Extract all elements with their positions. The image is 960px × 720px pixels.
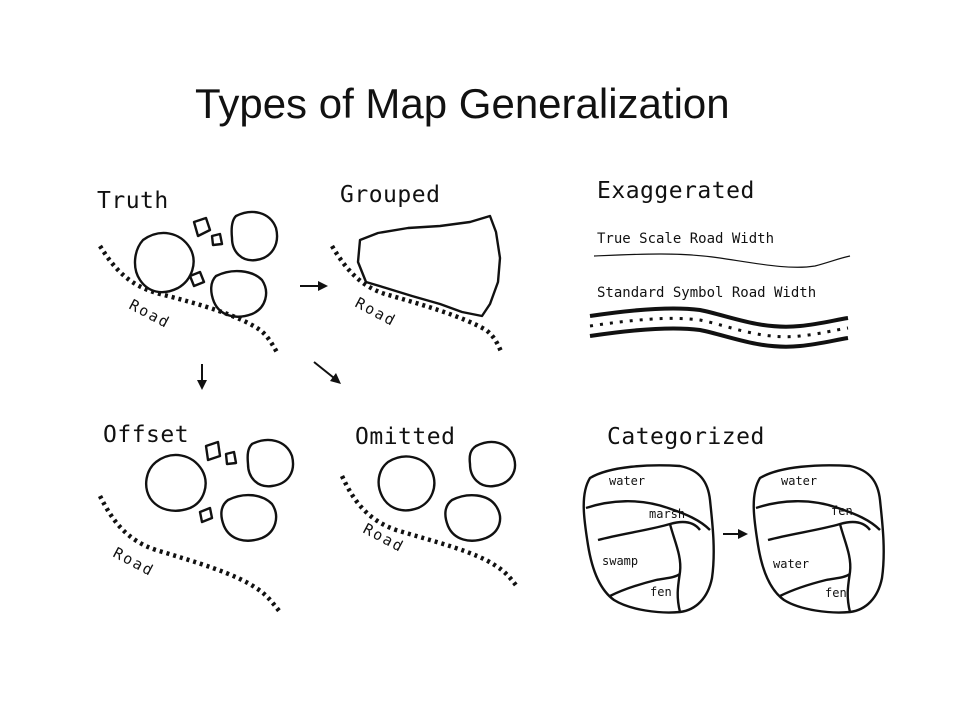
before-label-fen: fen xyxy=(650,585,672,599)
before-label-marsh: marsh xyxy=(649,507,685,521)
arrow-categorized xyxy=(723,529,748,539)
arrow-to-grouped xyxy=(300,281,328,291)
panel-offset: Offset Road xyxy=(97,422,295,614)
after-divider-4 xyxy=(779,572,851,598)
offset-road-label: Road xyxy=(110,544,157,581)
after-label-fen-top: fen xyxy=(831,504,853,518)
panel-truth: Truth Road xyxy=(97,188,280,356)
offset-blob-top-right xyxy=(246,438,295,488)
standard-symbol-label: Standard Symbol Road Width xyxy=(597,285,816,301)
after-divider-1 xyxy=(755,500,881,531)
panel-title-exaggerated: Exaggerated xyxy=(597,178,755,204)
after-label-water-bottom: water xyxy=(773,557,809,571)
truth-road-label: Road xyxy=(126,296,173,333)
before-label-swamp: swamp xyxy=(602,554,638,568)
omitted-road xyxy=(339,475,520,590)
after-label-fen-bottom: fen xyxy=(825,586,847,600)
omitted-blob-top-right xyxy=(468,440,517,488)
arrow-to-omitted xyxy=(313,361,341,384)
truth-blob-small-2 xyxy=(210,232,224,247)
offset-blob-large xyxy=(144,453,207,512)
before-divider-2 xyxy=(597,520,701,542)
after-divider-2 xyxy=(767,520,871,542)
before-divider-4 xyxy=(609,572,681,598)
truth-blob-small-1 xyxy=(192,216,212,238)
after-outline xyxy=(752,464,885,614)
panel-title-omitted: Omitted xyxy=(355,424,455,450)
before-divider-3 xyxy=(668,523,682,613)
truth-blob-top-right xyxy=(230,210,279,262)
grouped-blob xyxy=(356,214,502,318)
after-divider-3 xyxy=(838,523,852,613)
before-label-water: water xyxy=(609,474,645,488)
panel-exaggerated: Exaggerated True Scale Road Width Standa… xyxy=(589,178,851,349)
panel-title-categorized: Categorized xyxy=(607,424,765,450)
offset-blob-small-3 xyxy=(198,506,214,524)
offset-road xyxy=(97,494,282,614)
panel-title-truth: Truth xyxy=(97,188,169,214)
omitted-blob-large xyxy=(377,455,436,512)
panel-omitted: Omitted Road xyxy=(339,424,520,590)
categorized-after-map: water fen water fen xyxy=(752,464,885,614)
symbol-road-edge-bottom xyxy=(589,326,849,349)
true-scale-road xyxy=(593,253,851,268)
truth-blob-large xyxy=(133,231,195,294)
omitted-blob-bottom-right xyxy=(444,494,502,542)
truth-blob-bottom-right xyxy=(210,269,268,318)
categorized-before-map: water marsh swamp fen xyxy=(582,464,715,614)
panel-categorized: Categorized water marsh swamp fen water xyxy=(582,424,885,614)
panel-title-grouped: Grouped xyxy=(340,182,440,208)
offset-blob-bottom-right xyxy=(220,493,278,542)
symbol-road-center xyxy=(589,316,849,339)
true-scale-label: True Scale Road Width xyxy=(597,231,774,247)
panel-title-offset: Offset xyxy=(103,422,189,448)
offset-blob-small-1 xyxy=(204,440,222,462)
symbol-road-edge-top xyxy=(589,306,849,329)
after-label-water-top: water xyxy=(781,474,817,488)
truth-road xyxy=(98,244,280,356)
page-title: Types of Map Generalization xyxy=(195,80,730,127)
truth-blob-small-3 xyxy=(188,270,206,288)
grouped-road xyxy=(330,244,505,355)
before-divider-1 xyxy=(585,500,711,531)
panel-grouped: Grouped Road xyxy=(330,182,505,355)
offset-blob-small-2 xyxy=(224,450,238,466)
before-outline xyxy=(582,464,715,614)
grouped-road-label: Road xyxy=(352,294,399,331)
arrow-to-offset xyxy=(197,364,207,390)
